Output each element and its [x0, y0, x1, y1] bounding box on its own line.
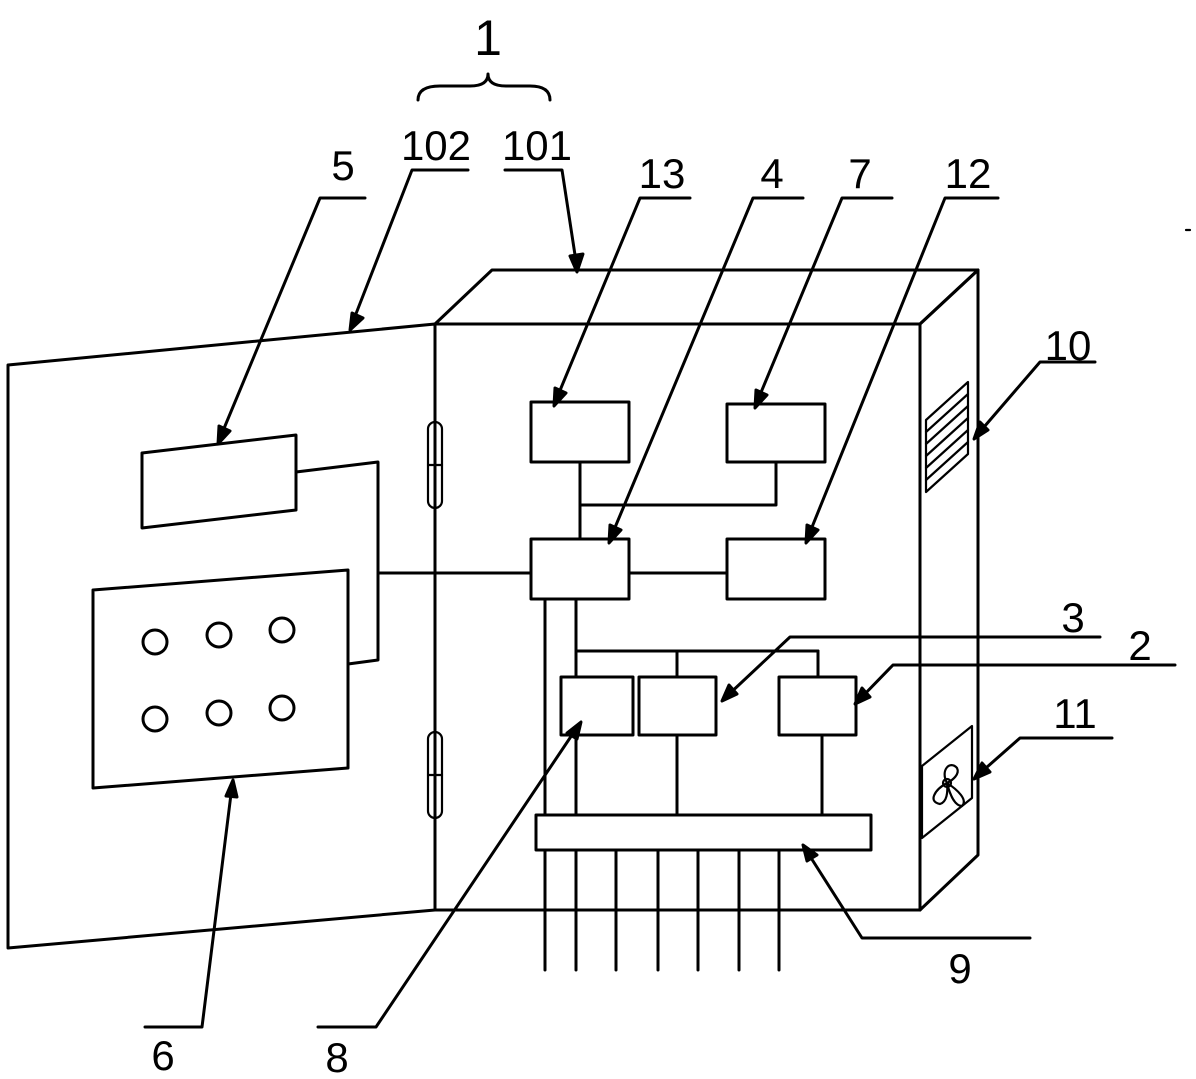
arrow-4: [607, 523, 623, 545]
arrow-102: [348, 311, 365, 332]
leader-5: [218, 196, 367, 440]
terminal-bar-9: [534, 813, 873, 852]
arrow-101: [568, 252, 585, 274]
leader-7: [755, 196, 894, 404]
label-101: 101: [502, 122, 572, 169]
leader-13: [554, 196, 692, 402]
leader-4: [609, 196, 805, 539]
module-12: [725, 537, 827, 601]
module-3: [637, 675, 718, 737]
arrow-2: [853, 686, 872, 706]
button-circle: [141, 628, 169, 656]
label-11: 11: [1053, 690, 1097, 737]
button-circle: [268, 616, 296, 644]
arrow-10: [972, 420, 990, 441]
leader-10: [976, 360, 1097, 436]
brace-1: [416, 72, 552, 102]
leader-6: [143, 784, 234, 1029]
label-102: 102: [401, 122, 471, 169]
label-5: 5: [331, 142, 354, 189]
arrow-5: [216, 424, 232, 446]
leader-12: [806, 196, 1000, 539]
arrow-6: [224, 778, 239, 799]
label-9: 9: [948, 945, 971, 992]
label-13: 13: [639, 150, 686, 197]
arrow-7: [753, 388, 769, 410]
module-7: [725, 402, 827, 464]
leader-8: [316, 724, 580, 1029]
button-panel: [91, 568, 350, 790]
leader-11: [976, 736, 1114, 777]
arrow-12: [804, 523, 820, 545]
wire: [578, 460, 778, 507]
vent-louver: [924, 380, 970, 494]
module-13: [529, 400, 631, 464]
cabinet-front: [433, 322, 922, 912]
arrow-9: [801, 843, 819, 863]
module-2: [777, 675, 858, 737]
leader-9: [804, 848, 1032, 940]
module-4-controller: [529, 537, 631, 601]
arrow-3: [720, 683, 739, 703]
label-12: 12: [945, 150, 992, 197]
door-wire: [294, 460, 380, 666]
fan-icon: [920, 724, 974, 840]
label-10: 10: [1045, 322, 1092, 369]
label-3: 3: [1061, 594, 1084, 641]
label-8: 8: [325, 1034, 348, 1079]
module-8: [559, 675, 635, 737]
leader-3: [724, 635, 1102, 699]
leader-2: [857, 663, 1177, 702]
cabinet-side: [918, 268, 980, 912]
arrow-13: [552, 386, 568, 408]
button-circle: [268, 694, 296, 722]
arrow-11: [972, 761, 992, 781]
display-module: [140, 433, 298, 530]
button-circle: [205, 699, 233, 727]
label-4: 4: [760, 150, 783, 197]
label-2: 2: [1128, 622, 1151, 669]
leader-101: [503, 168, 579, 270]
label-7: 7: [848, 150, 871, 197]
arrow-8: [565, 720, 583, 741]
button-circle: [205, 621, 233, 649]
label-1: 1: [474, 10, 502, 66]
label-6: 6: [151, 1032, 174, 1079]
door-panel: [6, 322, 437, 950]
button-circle: [141, 705, 169, 733]
leader-102: [350, 168, 470, 326]
